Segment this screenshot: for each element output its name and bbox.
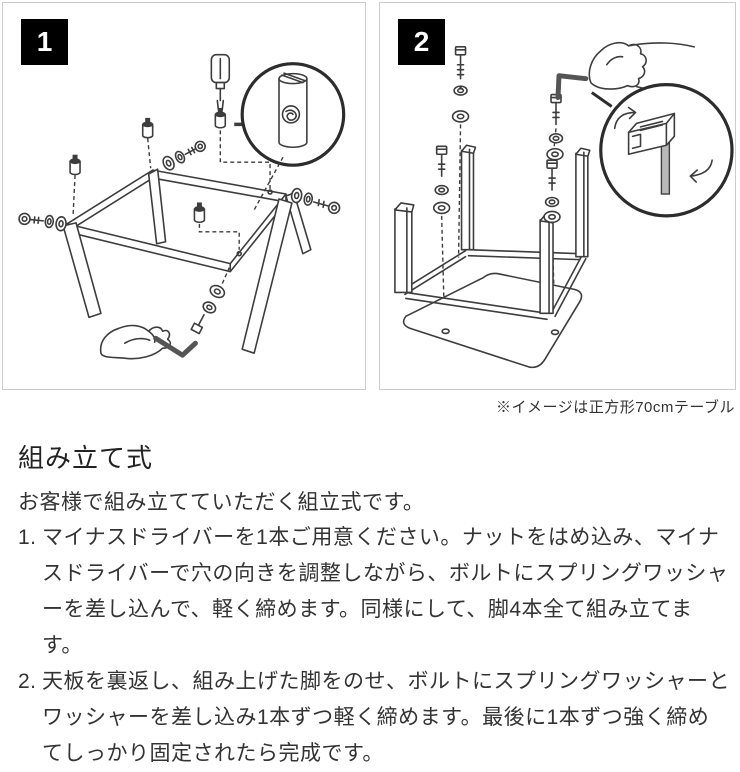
tabletop [402, 272, 583, 369]
bolt-washer-assembly [290, 187, 341, 215]
list-item: 1. マイナスドライバーを1本ご用意ください。ナットをはめ込み、マイナスドライバ… [18, 520, 730, 664]
bolt-washer-column [543, 159, 561, 224]
barrel-nut-icon [193, 202, 206, 224]
step-number-badge: 2 [398, 19, 445, 65]
table-legs [394, 144, 591, 315]
bolt-washer-assembly [190, 267, 230, 335]
assembly-step-2-panel: 2 [379, 2, 736, 390]
step-text: マイナスドライバーを1本ご用意ください。ナットをはめ込み、マイナスドライバーで穴… [42, 526, 729, 657]
barrel-nut-icon [141, 117, 154, 139]
list-item: 2. 天板を裏返し、組み上げた脚をのせ、ボルトにスプリングワッシャーとワッシャー… [18, 664, 730, 772]
section-heading: 組み立て式 [18, 443, 154, 473]
step-number: 2. [18, 670, 37, 693]
instruction-list: 1. マイナスドライバーを1本ご用意ください。ナットをはめ込み、マイナスドライバ… [18, 520, 730, 772]
apron-rails [404, 248, 587, 321]
screwdriver-icon [210, 53, 231, 111]
leader-line [457, 124, 462, 258]
right-leg [241, 198, 293, 354]
barrel-nut-icon [214, 107, 227, 129]
back-leg [147, 168, 167, 245]
rotate-arrow [689, 159, 713, 183]
magnifier-barrel-nut-detail [234, 62, 346, 211]
intro-text: お客様で組み立てていただく組立式です。 [18, 491, 425, 514]
step-1-illustration [18, 53, 346, 360]
step-number-badge: 1 [21, 19, 68, 65]
left-leg [62, 222, 102, 319]
hex-key-icon [153, 335, 198, 358]
hand-icon [99, 324, 172, 360]
hand-icon [588, 41, 696, 91]
hex-key-icon [555, 73, 589, 101]
step-number: 1. [18, 526, 37, 549]
assembly-step-1-panel: 1 [2, 2, 366, 390]
rotate-arrow [613, 106, 637, 130]
bolt-washer-column [546, 93, 564, 161]
bolt-washer-assembly [162, 140, 206, 171]
magnifier-hex-key-detail [599, 83, 734, 218]
step-2-illustration [394, 41, 734, 369]
barrel-nut-icon [69, 154, 81, 176]
bolt-washer-assembly [18, 212, 67, 232]
step-text: 天板を裏返し、組み上げた脚をのせ、ボルトにスプリングワッシャーとワッシャーを差し… [42, 670, 730, 765]
table-frame [62, 168, 312, 354]
bolt-washer-column [432, 145, 451, 215]
panel-caption: ※イメージは正方形70cmテーブル [496, 399, 735, 416]
bolt-washer-column [451, 46, 470, 123]
